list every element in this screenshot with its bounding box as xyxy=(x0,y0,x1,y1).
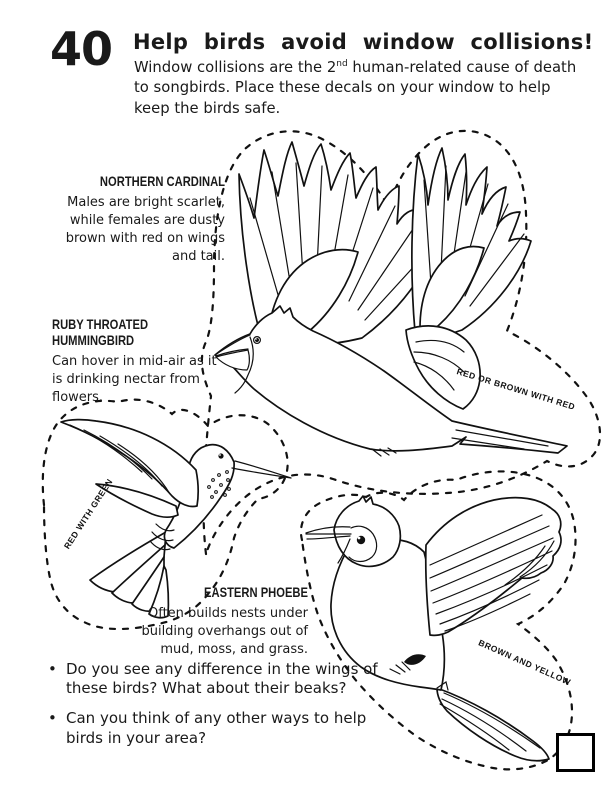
completion-checkbox[interactable] xyxy=(556,733,595,772)
intro-text: Window collisions are the 2nd human-rela… xyxy=(134,58,586,119)
hummingbird-cutline xyxy=(41,398,289,631)
phoebe-illustration xyxy=(305,495,562,762)
question-1-text: Do you see any difference in the wings o… xyxy=(66,660,378,698)
question-2-text: Can you think of any other ways to help … xyxy=(66,709,367,747)
intro-part-2: human-related cause of death to songbird… xyxy=(134,59,577,117)
bullet-icon: • xyxy=(48,709,57,728)
hummingbird-text-block: RUBY THROATED HUMMINGBIRD Can hover in m… xyxy=(52,316,220,407)
bullet-icon: • xyxy=(48,660,57,678)
phoebe-description: Often builds nests under building overha… xyxy=(141,606,308,658)
page-title: Help birds avoid window collisions! xyxy=(133,30,594,54)
hummingbird-illustration xyxy=(60,418,292,619)
page-number: 40 xyxy=(50,22,113,76)
hummingbird-name: RUBY THROATED HUMMINGBIRD xyxy=(52,316,149,349)
phoebe-name: EASTERN PHOEBE xyxy=(204,584,308,600)
intro-superscript: nd xyxy=(336,59,348,70)
cardinal-illustration xyxy=(214,141,568,457)
intro-part-1: Window collisions are the 2 xyxy=(134,59,337,76)
question-item-1: • Do you see any difference in the wings… xyxy=(48,660,380,698)
cardinal-name: NORTHERN CARDINAL xyxy=(99,173,225,189)
cardinal-text-block: NORTHERN CARDINAL Males are bright scarl… xyxy=(42,172,225,266)
question-list: • Do you see any difference in the wings… xyxy=(48,660,380,759)
phoebe-cutline xyxy=(299,470,577,771)
hummingbird-description: Can hover in mid-air as it is drinking n… xyxy=(52,354,217,406)
cardinal-cutline xyxy=(200,129,602,555)
cardinal-description: Males are bright scarlet, while females … xyxy=(65,195,225,265)
phoebe-text-block: EASTERN PHOEBE Often builds nests under … xyxy=(120,583,308,659)
question-item-2: • Can you think of any other ways to hel… xyxy=(48,709,380,747)
